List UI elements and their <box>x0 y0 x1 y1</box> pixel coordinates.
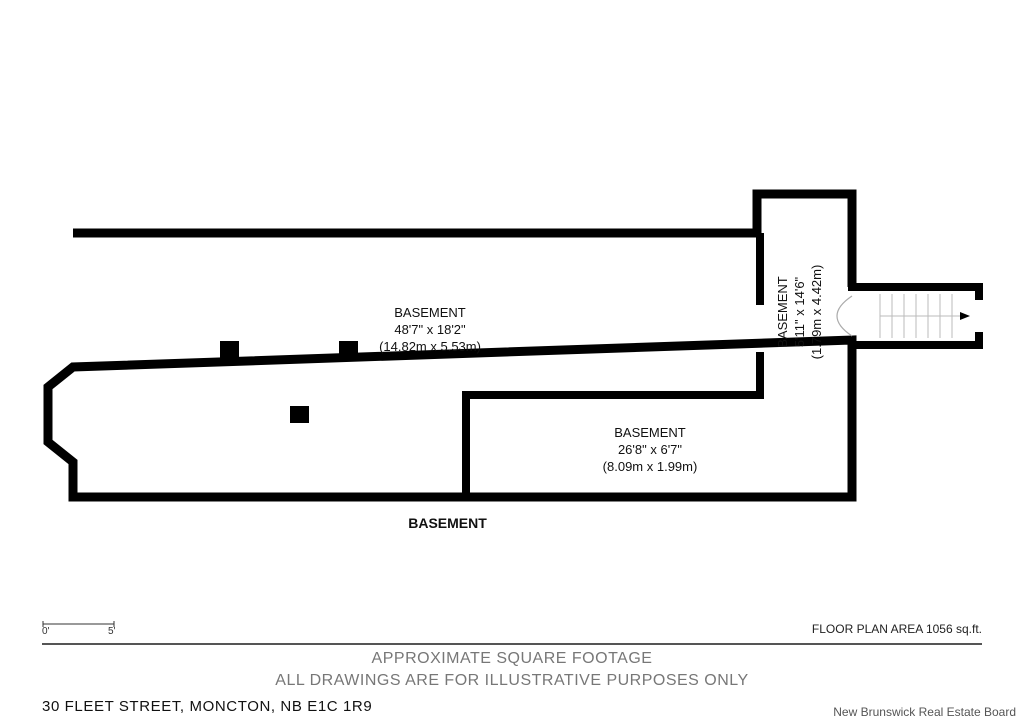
room-name: BASEMENT <box>775 276 790 348</box>
room-label-small: BASEMENT 26'8" x 6'7" (8.09m x 1.99m) <box>560 424 740 475</box>
room-dim-imperial: 5'11" x 14'6" <box>792 276 807 348</box>
interior-walls <box>462 233 764 497</box>
room-label-narrow: BASEMENT 5'11" x 14'6" (1.79m x 4.42m) <box>774 247 826 377</box>
wall-inner-partition <box>462 352 764 497</box>
scale-end-label: 5' <box>108 626 116 637</box>
room-dim-imperial: 48'7" x 18'2" <box>394 322 466 337</box>
floor-title: BASEMENT <box>408 515 487 531</box>
scale-start-label: 0' <box>42 626 50 637</box>
divider <box>42 643 982 645</box>
disclaimer-line-2: ALL DRAWINGS ARE FOR ILLUSTRATIVE PURPOS… <box>275 672 749 689</box>
stair-walls <box>848 283 983 349</box>
column-2 <box>339 341 358 358</box>
door-swing-icon <box>836 295 853 337</box>
support-columns <box>220 341 358 423</box>
property-address: 30 FLEET STREET, MONCTON, NB E1C 1R9 <box>42 698 373 715</box>
stair-wall-bottom <box>848 332 983 349</box>
exterior-walls <box>43 189 857 502</box>
scale-bar-icon <box>42 621 115 627</box>
room-name: BASEMENT <box>394 305 466 320</box>
room-name: BASEMENT <box>614 425 686 440</box>
room-label-main: BASEMENT 48'7" x 18'2" (14.82m x 5.53m) <box>340 304 520 355</box>
stairs-icon <box>879 294 968 338</box>
column-1 <box>220 341 239 358</box>
room-dim-metric: (1.79m x 4.42m) <box>809 264 824 360</box>
column-3 <box>290 406 309 423</box>
room-dim-imperial: 26'8" x 6'7" <box>617 442 683 457</box>
room-dim-metric: (14.82m x 5.53m) <box>379 339 481 354</box>
wall-outline <box>43 189 857 502</box>
scale-bar: 0' 5' <box>42 620 122 644</box>
room-dim-metric: (8.09m x 1.99m) <box>602 459 698 474</box>
floor-plan-area: FLOOR PLAN AREA 1056 sq.ft. <box>811 622 982 636</box>
brand-watermark: New Brunswick Real Estate Board <box>833 705 1016 719</box>
stair-wall-top <box>848 283 983 300</box>
disclaimer-line-1: APPROXIMATE SQUARE FOOTAGE <box>371 650 653 667</box>
stair-arrow-icon <box>960 312 970 320</box>
